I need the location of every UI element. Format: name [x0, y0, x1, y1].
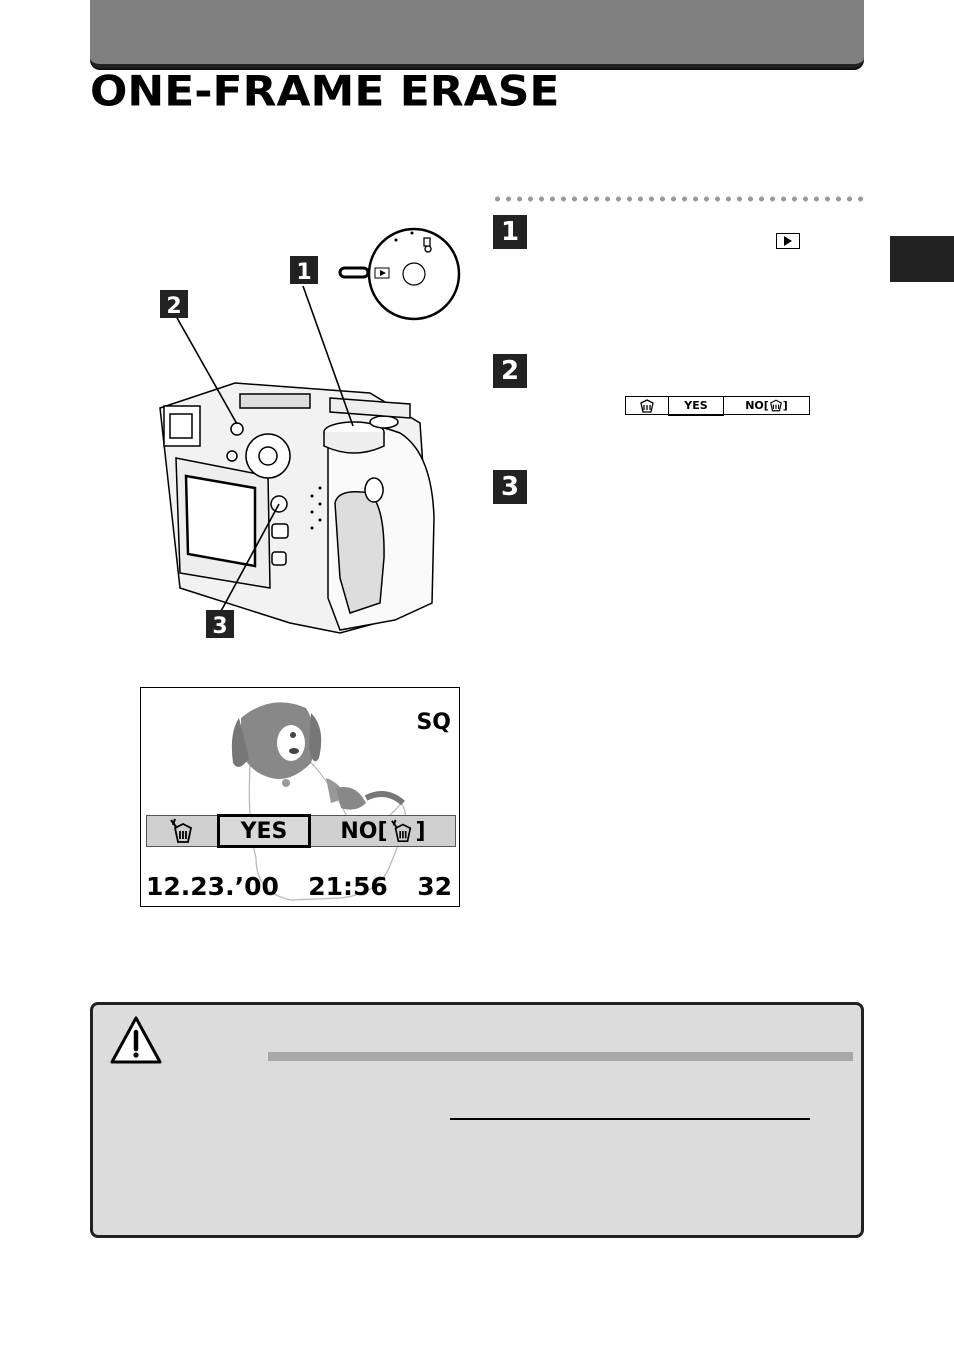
caution-underline: [450, 1118, 810, 1120]
erase-no-bracket: ]: [782, 399, 788, 412]
dotted-divider: [492, 196, 864, 202]
lcd-erase-menu: YES NO[ ]: [146, 814, 456, 848]
erase-icon: [390, 819, 411, 842]
callout-1: [290, 256, 318, 284]
lcd-date: 12.23.’00: [146, 872, 279, 901]
callout-2: [160, 290, 188, 318]
callout-3: [206, 610, 234, 638]
header-bar: [90, 0, 864, 68]
quality-indicator: SQ: [416, 710, 451, 735]
lcd-no-bracket: ]: [415, 818, 426, 844]
camera-body: [159, 382, 435, 634]
camera-illustration: 1 2 3: [159, 227, 461, 639]
step-2-number: 2: [493, 354, 527, 388]
chapter-tab: [890, 236, 954, 282]
lcd-time: 21:56: [308, 872, 388, 901]
caution-triangle-icon: [110, 1016, 162, 1064]
step-1-number: 1: [493, 215, 527, 249]
page-title: ONE-FRAME ERASE: [90, 67, 560, 116]
erase-no-option: NO[ ]: [724, 397, 809, 414]
lcd-no-option[interactable]: NO[ ]: [311, 816, 455, 846]
step-3-number: 3: [493, 470, 527, 504]
lcd-no-label: NO[: [340, 818, 388, 844]
lcd-yes-option[interactable]: YES: [217, 814, 311, 848]
erase-yes-option: YES: [668, 395, 724, 416]
erase-icon: [769, 399, 782, 412]
erase-icon: [626, 397, 668, 414]
mode-dial-inset: [338, 227, 461, 321]
callout-2-label: 2: [166, 294, 181, 319]
lcd-frame-count: 32: [417, 872, 452, 901]
caution-heading-rule: [268, 1052, 853, 1061]
erase-no-label: NO[: [745, 399, 769, 412]
play-icon: [776, 233, 800, 249]
lcd-screen: SQ YES NO[ ] 12.23.’00 21:56 32: [140, 687, 460, 907]
erase-icon: [147, 816, 217, 846]
callout-3-label: 3: [212, 614, 227, 639]
caution-box: [90, 1002, 864, 1238]
lcd-footer: 12.23.’00 21:56 32: [146, 872, 452, 901]
callout-1-label: 1: [296, 260, 311, 285]
erase-menu-mini: YES NO[ ]: [625, 395, 810, 416]
